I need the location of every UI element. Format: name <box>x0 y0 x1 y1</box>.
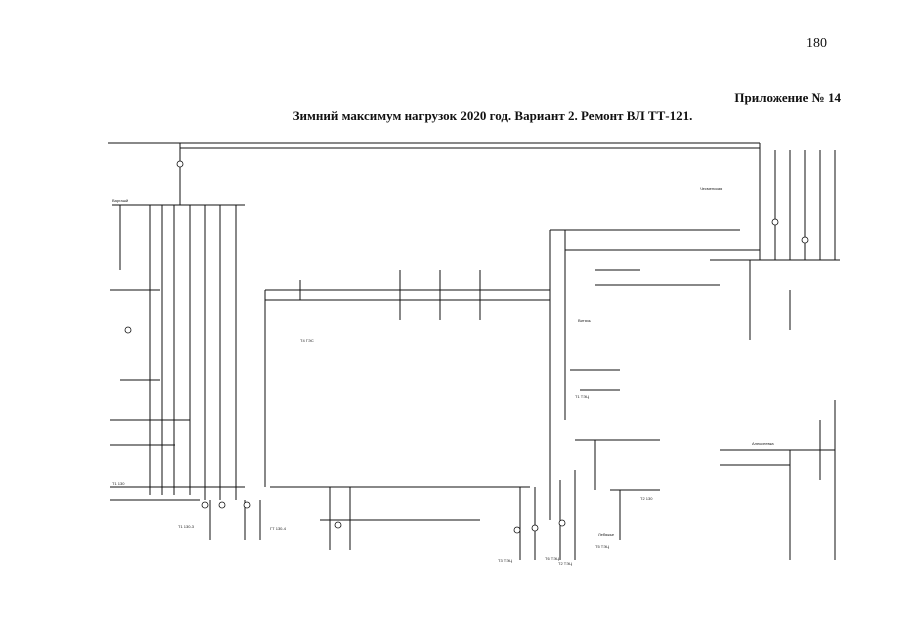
station-label: Т4 ГЭС <box>300 338 314 343</box>
station-label: Т2 ТЭЦ <box>558 561 572 566</box>
station-label: Т1 130-3 <box>178 524 195 529</box>
transformer-icon <box>218 501 226 509</box>
station-label: Варгашй <box>112 198 128 203</box>
station-label: Т3 ТЭЦ <box>498 558 512 563</box>
station-labels: Чесменская Варгашй Витязь Алексеевка Леб… <box>112 186 774 566</box>
station-label: Витязь <box>578 318 591 323</box>
station-label: Чесменская <box>700 186 722 191</box>
station-label: Лебяжье <box>598 532 615 537</box>
transformer-icon <box>531 524 539 532</box>
station-label: Алексеевка <box>752 441 774 446</box>
transformer-icon <box>176 160 184 168</box>
station-label: Т5 ТЭЦ <box>595 544 609 549</box>
station-label: Т1 ТЭЦ <box>575 394 589 399</box>
document-title: Зимний максимум нагрузок 2020 год. Вариа… <box>292 108 693 123</box>
transformer-icon <box>558 519 566 527</box>
transformer-icon <box>334 521 342 529</box>
station-label: Т6 ТЭЦ <box>545 556 559 561</box>
transformer-icon <box>513 526 521 534</box>
transformer-icon <box>243 501 251 509</box>
transformer-icon <box>771 218 779 226</box>
station-label: Т2 130 <box>640 496 653 501</box>
transformer-icon <box>201 501 209 509</box>
station-label: Т1 130 <box>112 481 125 486</box>
station-label: ГТ 130-4 <box>270 526 287 531</box>
appendix-label: Приложение № 14 <box>734 90 841 105</box>
transformer-icon <box>124 326 132 334</box>
page-number: 180 <box>806 36 827 51</box>
transformer-icon <box>801 236 809 244</box>
